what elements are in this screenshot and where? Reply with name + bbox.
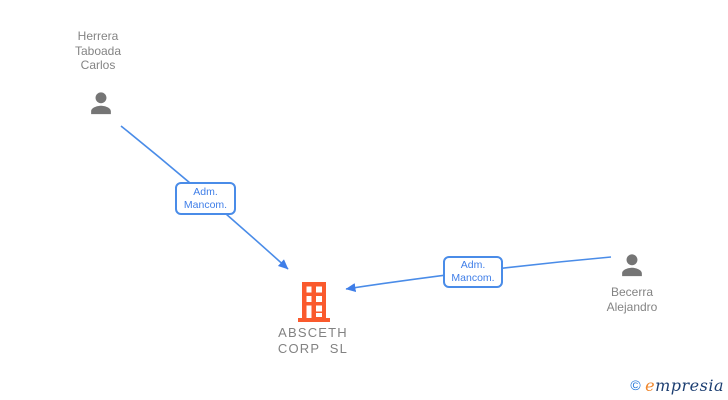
copyright-icon: ©: [630, 377, 641, 393]
edge-label-adm-mancom-becerra[interactable]: Adm. Mancom.: [443, 256, 503, 288]
empresia-logo-rest: mpresia: [655, 376, 724, 395]
empresia-watermark: © empresia: [630, 376, 724, 396]
edge-label-line: Mancom.: [451, 272, 495, 284]
empresia-logo-initial: e: [645, 376, 656, 395]
building-icon: [298, 282, 330, 322]
edge-label-line: Adm.: [193, 185, 218, 198]
node-label-line: Becerra: [610, 285, 654, 299]
person-node-becerra[interactable]: [616, 249, 648, 281]
company-node-absceth[interactable]: [297, 282, 331, 322]
company-name-line: CORP SL: [277, 340, 349, 356]
person-icon: [622, 254, 642, 277]
node-label-absceth: ABSCETH CORP SL: [243, 325, 383, 356]
empresia-logo: empresia: [645, 376, 724, 395]
node-label-becerra: Becerra Alejandro: [570, 285, 694, 314]
node-label-herrera: Herrera Taboada Carlos: [38, 29, 158, 73]
building-windows: [306, 286, 322, 318]
node-label-line: Carlos: [80, 58, 116, 72]
person-node-herrera[interactable]: [85, 87, 117, 119]
edge-label-line: Adm.: [460, 259, 486, 271]
person-icon: [91, 92, 111, 115]
node-label-line: Taboada: [74, 43, 122, 58]
edge-label-adm-mancom-herrera[interactable]: Adm. Mancom.: [175, 182, 236, 215]
edge-label-line: Mancom.: [183, 198, 228, 211]
company-name-line: ABSCETH: [278, 325, 348, 340]
node-label-line: Alejandro: [606, 299, 658, 314]
node-label-line: Herrera: [77, 29, 119, 43]
